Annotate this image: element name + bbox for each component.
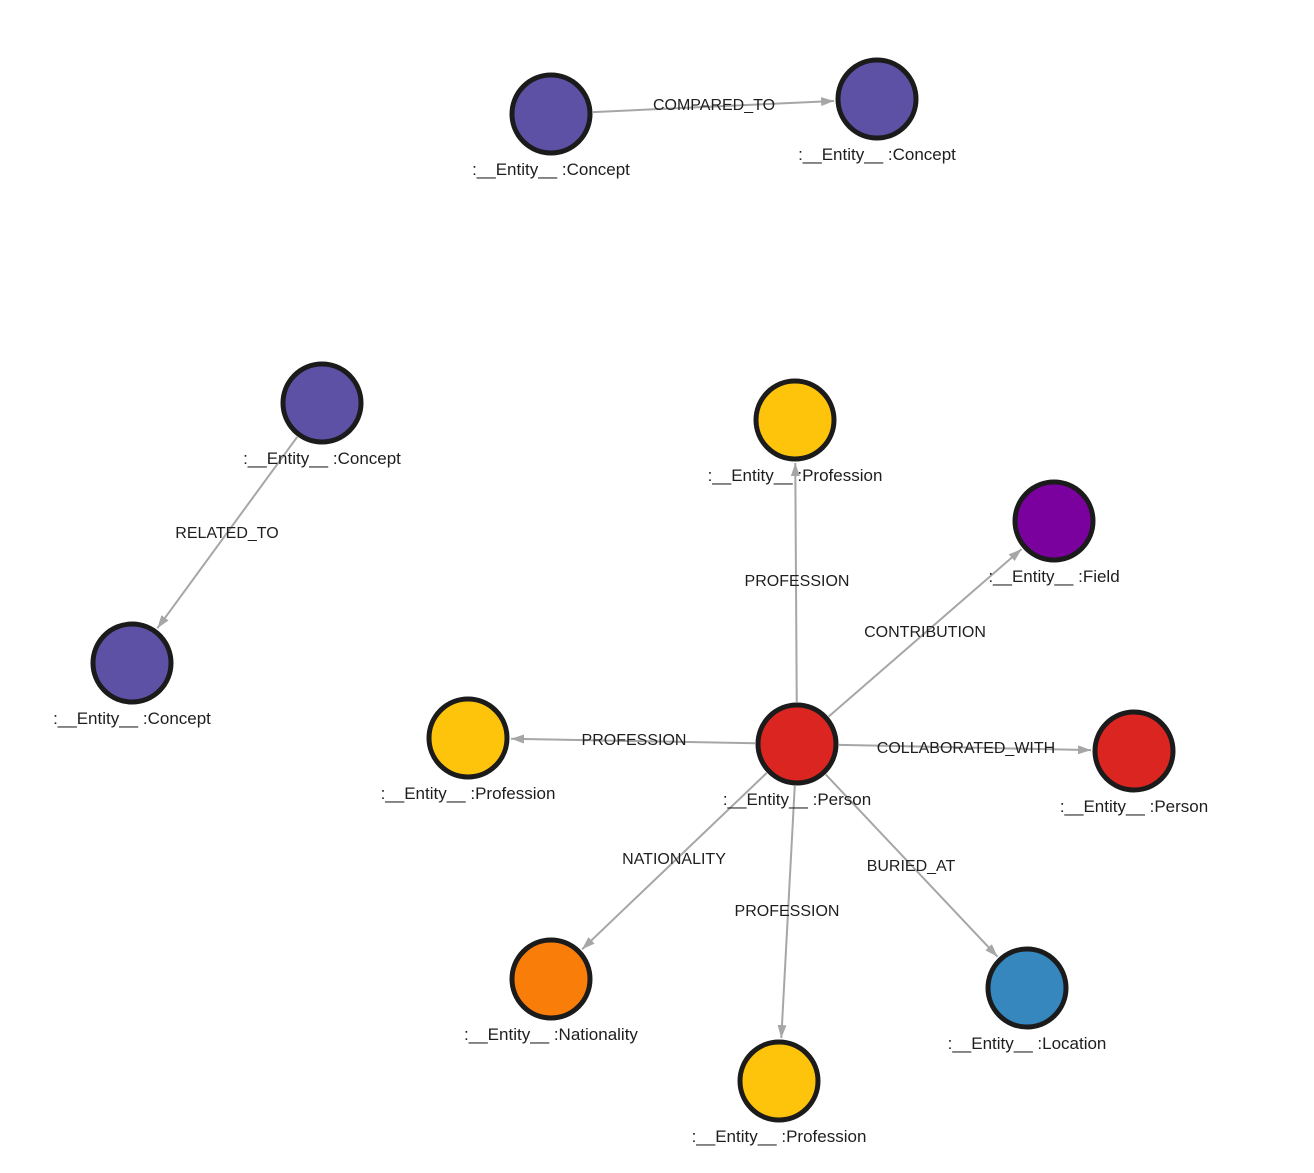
node-label-field: :__Entity__ :Field	[988, 567, 1119, 586]
edge-contribution[interactable]	[828, 548, 1023, 718]
graph-node-profession-top[interactable]: :__Entity__ :Profession	[708, 378, 883, 485]
edge-compared-to[interactable]	[592, 97, 835, 114]
graph-node-location-a[interactable]: :__Entity__ :Location	[948, 946, 1107, 1053]
node-circle-concept[interactable]	[90, 621, 174, 705]
node-circle-concept[interactable]	[835, 57, 919, 141]
graph-node-concept-d[interactable]: :__Entity__ :Concept	[53, 621, 211, 728]
graph-node-concept-a[interactable]: :__Entity__ :Concept	[472, 72, 630, 179]
node-circle-person[interactable]	[755, 702, 839, 786]
node-circle-concept[interactable]	[280, 361, 364, 445]
node-label-concept: :__Entity__ :Concept	[243, 449, 401, 468]
node-circle-profession[interactable]	[737, 1039, 821, 1123]
graph-node-person-b[interactable]: :__Entity__ :Person	[1060, 709, 1208, 816]
node-circle-concept[interactable]	[509, 72, 593, 156]
edge-label-related-to[interactable]: RELATED_TO	[175, 525, 278, 542]
node-circle-field[interactable]	[1012, 479, 1096, 563]
edge-label-profession[interactable]: PROFESSION	[582, 732, 687, 749]
node-circle-location[interactable]	[985, 946, 1069, 1030]
node-circle-profession[interactable]	[426, 696, 510, 780]
graph-node-nationality-a[interactable]: :__Entity__ :Nationality	[464, 937, 638, 1044]
edge-nationality[interactable]	[581, 772, 768, 951]
edge-label-contribution[interactable]: CONTRIBUTION	[864, 624, 986, 641]
graph-node-profession-left[interactable]: :__Entity__ :Profession	[381, 696, 556, 803]
node-label-concept: :__Entity__ :Concept	[53, 709, 211, 728]
node-label-person: :__Entity__ :Person	[723, 790, 871, 809]
node-label-profession: :__Entity__ :Profession	[692, 1127, 867, 1146]
edge-label-nationality[interactable]: NATIONALITY	[622, 851, 726, 868]
graph-node-concept-c[interactable]: :__Entity__ :Concept	[243, 361, 401, 468]
node-label-profession: :__Entity__ :Profession	[708, 466, 883, 485]
graph-node-profession-bottom[interactable]: :__Entity__ :Profession	[692, 1039, 867, 1146]
node-label-concept: :__Entity__ :Concept	[472, 160, 630, 179]
edges-layer	[156, 97, 1092, 1039]
node-circle-profession[interactable]	[753, 378, 837, 462]
edge-profession[interactable]	[777, 785, 796, 1039]
edge-collaborated-with[interactable]	[838, 743, 1092, 755]
graph-node-field-a[interactable]: :__Entity__ :Field	[988, 479, 1120, 586]
graph-node-person-main[interactable]: :__Entity__ :Person	[723, 702, 871, 809]
node-circle-person[interactable]	[1092, 709, 1176, 793]
edge-label-compared-to[interactable]: COMPARED_TO	[653, 97, 775, 114]
nodes-layer: :__Entity__ :Concept :__Entity__ :Concept…	[53, 57, 1208, 1146]
node-circle-nationality[interactable]	[509, 937, 593, 1021]
edge-related-to[interactable]	[156, 436, 299, 629]
edge-label-profession[interactable]: PROFESSION	[735, 903, 840, 920]
edge-labels-layer: COMPARED_TO RELATED_TO PROFESSION CONTRIBUT…	[175, 97, 1055, 920]
edge-label-buried-at[interactable]: BURIED_AT	[867, 858, 956, 875]
node-label-location: :__Entity__ :Location	[948, 1034, 1107, 1053]
edge-label-profession[interactable]: PROFESSION	[745, 573, 850, 590]
edge-profession[interactable]	[790, 462, 800, 703]
edge-buried-at[interactable]	[825, 773, 999, 958]
edge-profession[interactable]	[510, 734, 756, 745]
node-label-profession: :__Entity__ :Profession	[381, 784, 556, 803]
graph-node-concept-b[interactable]: :__Entity__ :Concept	[798, 57, 956, 164]
node-label-person: :__Entity__ :Person	[1060, 797, 1208, 816]
edge-label-collaborated-with[interactable]: COLLABORATED_WITH	[877, 740, 1055, 757]
node-label-concept: :__Entity__ :Concept	[798, 145, 956, 164]
node-label-nationality: :__Entity__ :Nationality	[464, 1025, 638, 1044]
